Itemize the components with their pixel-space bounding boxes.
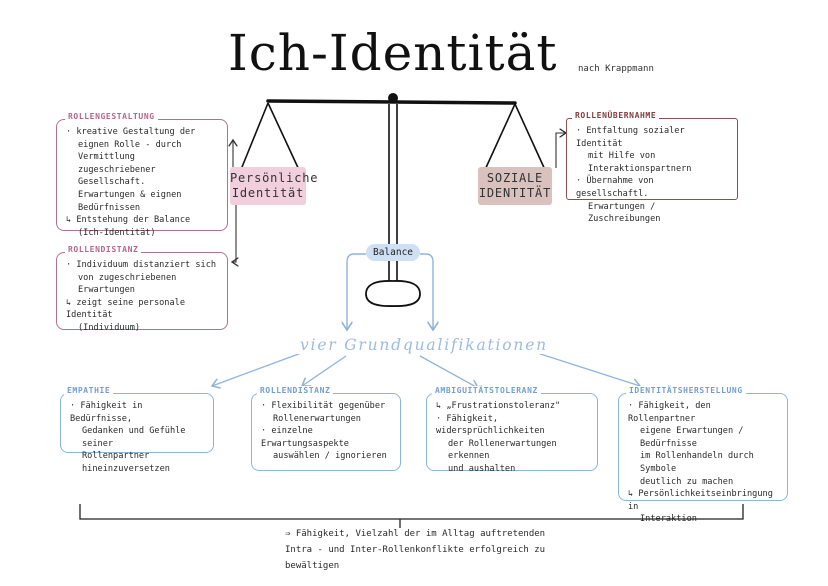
conclusion-text: ⇒ Fähigkeit, Vielzahl der im Alltag auft… xyxy=(285,529,546,571)
list-item: im Rollenhandeln durch Symbole xyxy=(640,451,754,474)
list-item: · Fähigkeit, den Rollenpartner xyxy=(628,401,711,424)
list-item: (Individuum) xyxy=(78,322,141,333)
tag-line: IDENTITÄT xyxy=(478,186,552,200)
list-item: Rollenpartner hineinzuversetzen xyxy=(82,451,170,474)
list-item: ↳ Entstehung der Balance xyxy=(66,215,191,226)
page-subtitle: nach Krappmann xyxy=(578,64,654,74)
list-item: Erwartungen & eignen Bedürfnissen xyxy=(78,189,182,213)
list-item: und aushalten xyxy=(448,463,516,474)
page-title: Ich-Identität xyxy=(228,24,558,82)
tag-line: SOZIALE xyxy=(486,171,544,185)
rollendistanz-left-list: · Individuum distanziert sich von zugesch… xyxy=(66,259,219,335)
list-item: der Rollenerwartungen erkennen xyxy=(448,438,557,462)
persoenliche-identitaet-tag: Persönliche Identität xyxy=(230,167,319,205)
empathie-label: EMPATHIE xyxy=(64,386,114,395)
list-item: zugeschriebener Gesellschaft. xyxy=(78,164,156,188)
tag-line: Persönliche xyxy=(230,171,319,185)
list-item: von zugeschriebenen Erwartungen xyxy=(78,272,177,296)
list-item: ↳ zeigt seine personale Identität xyxy=(66,297,185,321)
list-item: deutlich zu machen xyxy=(640,476,734,487)
list-item: mit Hilfe von Interaktionspartnern xyxy=(588,151,692,174)
rollengestaltung-label: ROLLENGESTALTUNG xyxy=(65,112,158,121)
balance-connectors xyxy=(347,253,433,330)
rollengestaltung-list: · kreative Gestaltung der eignen Rolle - … xyxy=(66,126,219,239)
empathie-box: · Fähigkeit in Bedürfnisse,Gedanken und … xyxy=(60,393,214,474)
list-item: · Entfaltung sozialer Identität xyxy=(576,126,685,149)
list-item: ↳ „Frustrationstoleranz" xyxy=(436,401,561,411)
ambiguitaetstoleranz-list: ↳ „Frustrationstoleranz" · Fähigkeit, wid… xyxy=(436,400,589,476)
list-item: eigene Erwartungen / Bedürfnisse xyxy=(640,426,744,449)
bottom-bracket xyxy=(79,504,744,528)
empathie-list: · Fähigkeit in Bedürfnisse,Gedanken und … xyxy=(70,400,205,476)
identitaetsherstellung-label: IDENTITÄTSHERSTELLUNG xyxy=(626,386,746,395)
ambiguitaetstoleranz-label: AMBIGUITÄTSTOLERANZ xyxy=(432,386,541,395)
list-item: · kreative Gestaltung der xyxy=(66,127,196,137)
right-connector xyxy=(555,133,566,168)
grundqualifikationen-heading: vier Grundqualifikationen xyxy=(296,336,552,354)
list-item: · einzelne Erwartungsaspekte xyxy=(261,426,349,449)
list-item: · Fähigkeit in Bedürfnisse, xyxy=(70,401,143,424)
rollendistanz-left-label: ROLLENDISTANZ xyxy=(65,245,142,254)
list-item: auswählen / ignorieren xyxy=(273,451,387,462)
qualification-connectors xyxy=(212,349,640,388)
list-item: Erwartungen / Zuschreibungen xyxy=(588,201,661,225)
tag-line: Identität xyxy=(231,186,305,200)
list-item: · Fähigkeit, widersprüchlichkeiten xyxy=(436,413,545,437)
rollengestaltung-box: · kreative Gestaltung der eignen Rolle - … xyxy=(56,119,228,238)
soziale-identitaet-tag: SOZIALE IDENTITÄT xyxy=(478,167,552,205)
balance-label: Balance xyxy=(366,244,420,261)
list-item: Gedanken und Gefühle seiner xyxy=(82,426,186,449)
list-item: eignen Rolle - durch Vermittlung xyxy=(78,139,182,163)
list-item: ↳ Persönlichkeitseinbringung in xyxy=(628,489,773,512)
rollendistanz-label: ROLLENDISTANZ xyxy=(257,386,334,395)
rollenuebernahme-label: ROLLENÜBERNAHME xyxy=(572,111,660,120)
list-item: Rollenerwartungen xyxy=(273,413,361,424)
rollendistanz-left-box: · Individuum distanziert sich von zugesch… xyxy=(56,252,228,333)
list-item: Interaktion xyxy=(640,514,697,525)
list-item: (Ich-Identität) xyxy=(78,227,156,238)
list-item: · Übernahme von gesellschaftl. xyxy=(576,176,654,199)
ambiguitaetstoleranz-box: ↳ „Frustrationstoleranz" · Fähigkeit, wid… xyxy=(426,393,598,474)
list-item: · Individuum distanziert sich xyxy=(66,260,217,270)
list-item: · Flexibilität gegenüber xyxy=(261,401,386,411)
